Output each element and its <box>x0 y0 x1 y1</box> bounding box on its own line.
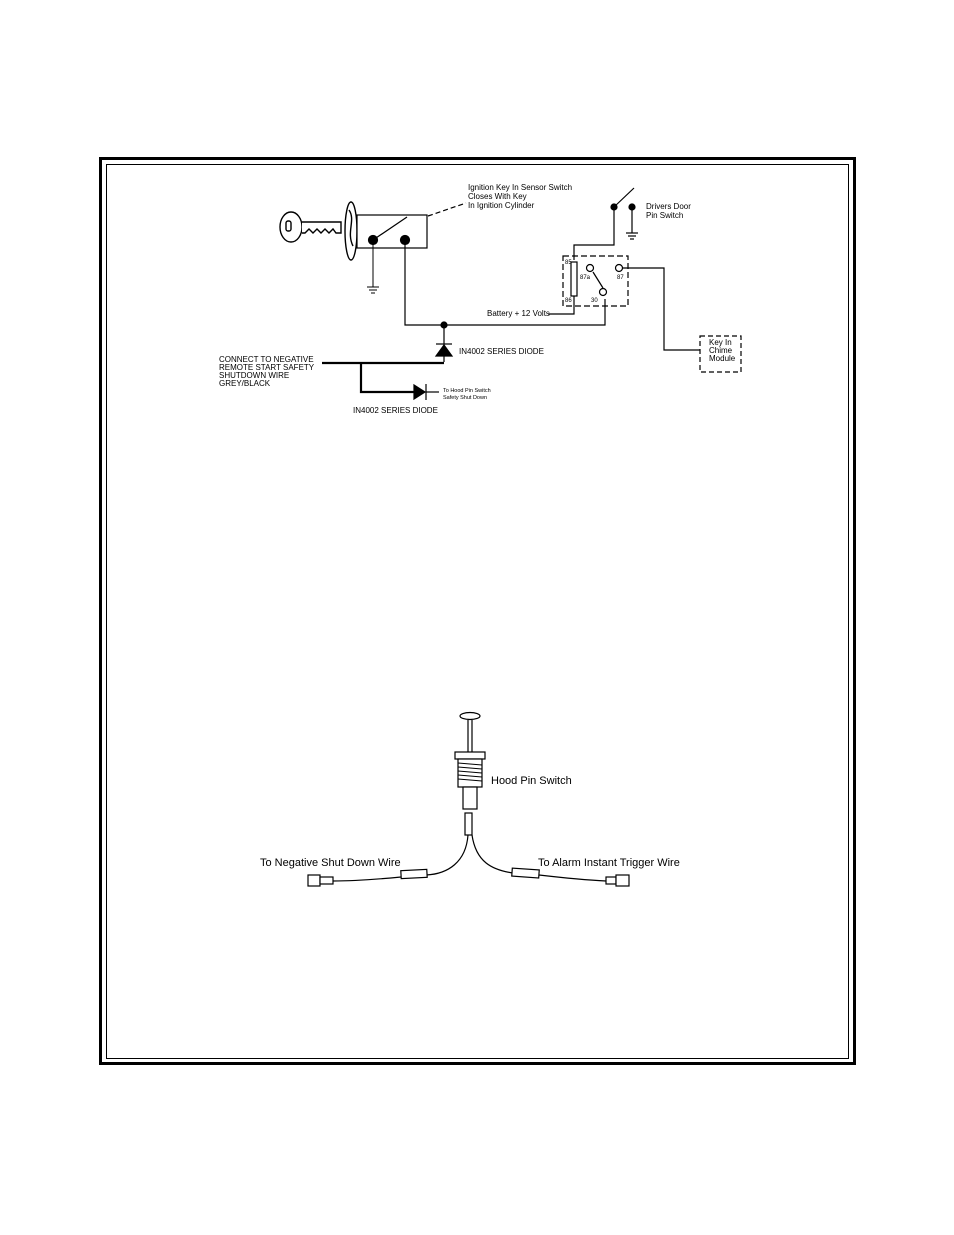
upper-diode-label: IN4002 SERIES DIODE <box>459 347 544 356</box>
key-sensor-switch <box>356 214 428 249</box>
battery-label: Battery + 12 Volts <box>487 309 550 318</box>
relay <box>548 255 700 351</box>
right-terminal-connector <box>605 874 630 887</box>
relay-pin-30: 30 <box>591 298 598 304</box>
chime-label: Key In Chime Module <box>709 338 736 363</box>
relay-pin-87: 87 <box>617 275 624 281</box>
shutdown-wire <box>322 361 444 394</box>
upper-diode-symbol <box>434 343 454 357</box>
hood-pin-title: Hood Pin Switch <box>491 775 572 787</box>
lower-diode-label: IN4002 SERIES DIODE <box>353 406 438 415</box>
relay-pin-86: 86 <box>565 298 572 304</box>
ground-symbol-sensor <box>367 245 379 294</box>
lower-diode-symbol <box>413 383 439 401</box>
right-splice-connector <box>511 867 540 879</box>
hood-pin-switch-icon <box>454 711 486 836</box>
chime-module-box <box>699 335 742 373</box>
ignition-sensor-label: Ignition Key In Sensor Switch Closes Wit… <box>468 183 574 210</box>
left-splice-connector <box>400 868 428 880</box>
hood-pin-wires <box>332 834 607 882</box>
left-terminal-connector <box>307 874 334 887</box>
right-wire-label: To Alarm Instant Trigger Wire <box>538 857 680 869</box>
door-switch-label: Drivers Door Pin Switch <box>646 202 693 220</box>
relay-pin-87a: 87a <box>580 275 591 281</box>
ignition-key-icon <box>279 211 342 243</box>
sensor-leader-line <box>427 202 467 217</box>
door-pin-switch <box>573 187 638 260</box>
ignition-cylinder-icon <box>344 201 358 261</box>
left-wire-label: To Negative Shut Down Wire <box>260 857 401 869</box>
connect-label: CONNECT TO NEGATIVE REMOTE START SAFETY … <box>219 355 316 388</box>
relay-pin-85: 85 <box>565 260 572 266</box>
hood-pin-short-label: To Hood Pin Switch Safety Shut Down <box>443 388 492 401</box>
page-frame-inner <box>106 164 849 1059</box>
page-frame-outer <box>99 157 856 1065</box>
